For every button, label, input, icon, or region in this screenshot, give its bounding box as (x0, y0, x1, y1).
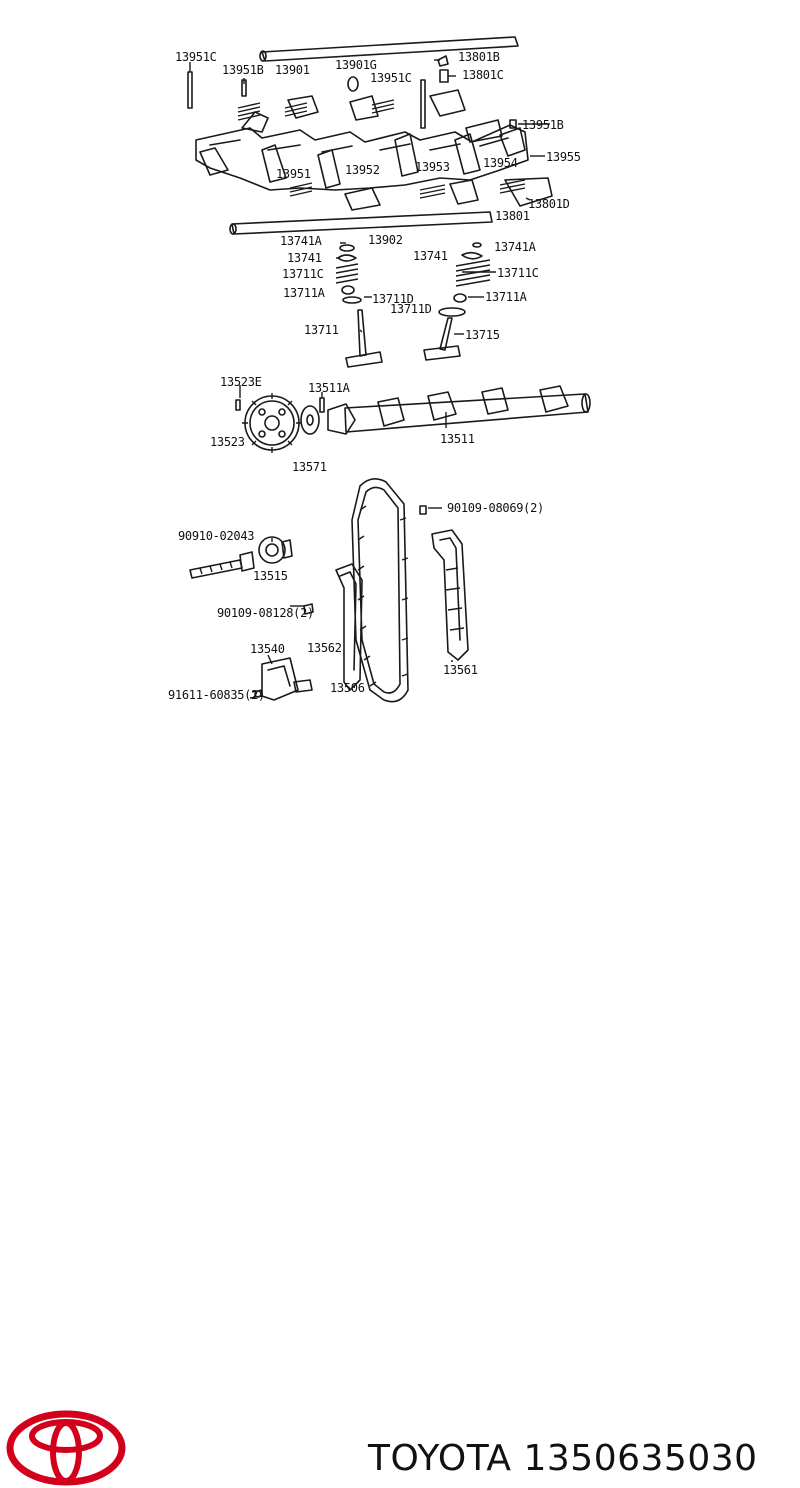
label-13801C: 13801C (462, 68, 504, 82)
label-13741-left: 13741 (287, 251, 322, 265)
tensioner-bolts (290, 603, 314, 615)
toyota-logo-icon (6, 1410, 126, 1486)
label-13715: 13715 (465, 328, 500, 342)
label-13523E: 13523E (220, 375, 262, 389)
label-13523: 13523 (210, 435, 245, 449)
label-13955: 13955 (546, 150, 581, 164)
label-13901G: 13901G (335, 58, 377, 72)
diagram-drawing (187, 36, 591, 703)
brand-name: TOYOTA (368, 1438, 512, 1479)
leader-lines (189, 59, 550, 665)
label-13571: 13571 (292, 460, 327, 474)
rocker-shaft-lower (229, 211, 493, 235)
chain-tensioner-slipper (335, 563, 363, 691)
label-13951B-2: 13951B (522, 118, 564, 132)
label-13801D: 13801D (528, 197, 570, 211)
valve-parts-right (423, 242, 491, 361)
label-90910-02043: 90910-02043 (178, 529, 255, 543)
brand-footer: TOYOTA 1350635030 (0, 700, 800, 1486)
label-13711C-2: 13711C (497, 266, 539, 280)
label-13711D-2: 13711D (390, 302, 432, 316)
label-90109-08069: 90109-08069(2) (447, 501, 544, 515)
label-13562: 13562 (307, 641, 342, 655)
label-13952: 13952 (345, 163, 380, 177)
brand-part-number: TOYOTA 1350635030 (368, 1438, 758, 1480)
label-90109-08128: 90109-08128(2) (217, 606, 314, 620)
label-13801: 13801 (495, 209, 530, 223)
label-13506: 13506 (330, 681, 365, 695)
label-13511: 13511 (440, 432, 475, 446)
label-13711: 13711 (304, 323, 339, 337)
label-13561: 13561 (443, 663, 478, 677)
label-13951C: 13951C (175, 50, 217, 64)
part-number: 1350635030 (523, 1438, 758, 1479)
label-91611-60835: 91611-60835(2) (168, 688, 265, 702)
label-13711A: 13711A (283, 286, 325, 300)
label-13951: 13951 (276, 167, 311, 181)
camshaft-sprocket (235, 393, 302, 453)
label-13741A-2: 13741A (494, 240, 536, 254)
label-13741-right: 13741 (413, 249, 448, 263)
timing-chain (351, 478, 409, 703)
label-13511A: 13511A (308, 381, 350, 395)
label-13515: 13515 (253, 569, 288, 583)
label-13540: 13540 (250, 642, 285, 656)
label-13901: 13901 (275, 63, 310, 77)
parts-diagram: 13951C 13951B 13901 13901G 13951C 13801B… (168, 36, 591, 703)
rocker-arm-assembly (195, 89, 553, 211)
label-13951B: 13951B (222, 63, 264, 77)
camshaft (327, 385, 591, 435)
label-13951C-2: 13951C (370, 71, 412, 85)
label-13711C: 13711C (282, 267, 324, 281)
label-13801B: 13801B (458, 50, 500, 64)
label-13954: 13954 (483, 156, 518, 170)
label-13711D: 13711D (372, 292, 414, 306)
label-13741A: 13741A (280, 234, 322, 248)
camshaft-washer (300, 397, 325, 435)
label-13953: 13953 (415, 160, 450, 174)
rocker-shaft-upper (259, 36, 519, 62)
label-13711A-2: 13711A (485, 290, 527, 304)
chain-tensioner (249, 657, 313, 701)
label-13902: 13902 (368, 233, 403, 247)
valve-parts-left (335, 244, 383, 368)
crankshaft-sprocket (189, 536, 293, 579)
adjust-screws (187, 55, 517, 129)
chain-guide (419, 505, 469, 661)
